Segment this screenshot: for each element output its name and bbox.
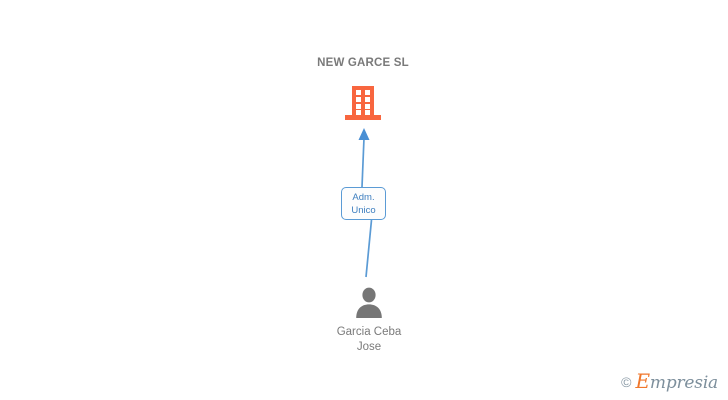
relationship-label-line2: Unico <box>351 204 376 216</box>
person-node[interactable]: Garcia Ceba Jose <box>289 284 449 355</box>
relationship-label-box[interactable]: Adm. Unico <box>341 187 386 220</box>
company-icon-wrap <box>283 81 443 121</box>
person-name-line2: Jose <box>356 341 382 353</box>
brand-logo: Empresia <box>636 371 719 392</box>
person-icon-wrap <box>289 284 449 318</box>
connector-line-upper <box>361 137 365 188</box>
person-icon <box>356 287 382 318</box>
relationship-label-line1: Adm. <box>352 191 375 203</box>
brand-logo-lead: E <box>635 369 651 393</box>
person-name-line1: Garcia Ceba <box>336 326 402 338</box>
building-icon <box>345 86 381 120</box>
brand-logo-rest: mpresia <box>649 373 718 393</box>
connector-arrowhead <box>358 128 370 140</box>
company-name-label: NEW GARCE SL <box>317 57 409 69</box>
person-name-label: Garcia Ceba Jose <box>289 325 449 355</box>
watermark: © Empresia <box>621 371 718 392</box>
copyright-icon: © <box>621 373 632 390</box>
company-node[interactable]: NEW GARCE SL <box>283 56 443 121</box>
connector-line-lower <box>365 219 373 278</box>
